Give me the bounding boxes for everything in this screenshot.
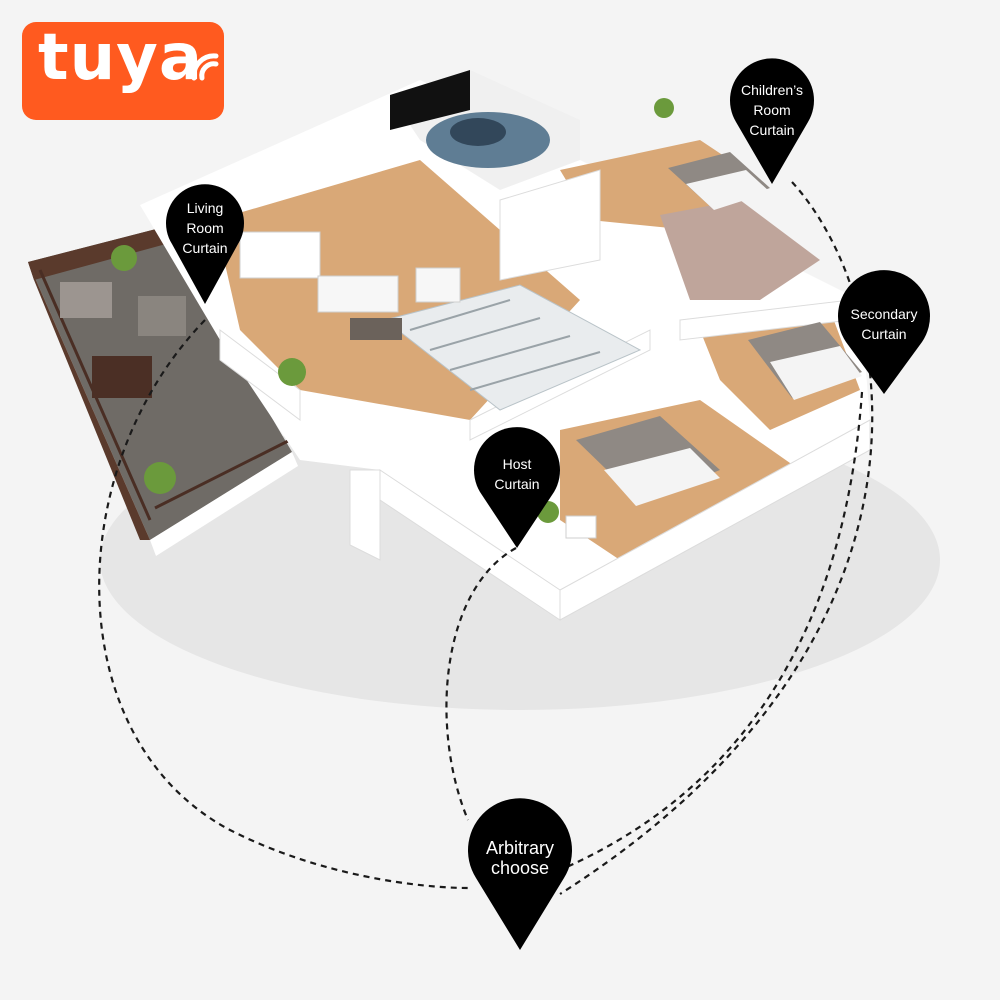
rug [350, 318, 402, 340]
pin-label: Arbitrary choose [485, 838, 554, 878]
pin-label: Secondary Curtain [850, 306, 918, 342]
garage [390, 70, 580, 190]
pin-childrens-room-curtain[interactable]: Children’s Room Curtain [730, 58, 814, 184]
location-pin-icon [166, 184, 244, 304]
dining-table [239, 231, 321, 279]
pin-host-curtain[interactable]: Host Curtain [474, 427, 560, 548]
balcony-chair [138, 296, 186, 336]
connector-lines [98, 181, 874, 895]
tuya-logo: tuya [22, 22, 224, 120]
plant [144, 462, 176, 494]
sofa [317, 275, 399, 313]
plant [654, 98, 674, 118]
location-pin-icon [838, 270, 930, 394]
bathroom-tiles [660, 200, 820, 300]
pin-label: Host Curtain [494, 456, 540, 492]
connector-secondary [559, 391, 864, 872]
wifi-signal-icon [191, 53, 219, 81]
balcony-table [92, 356, 152, 398]
pin-label: Children’s Room Curtain [741, 82, 803, 138]
walk-in-closet [383, 284, 642, 411]
connector-children [559, 181, 874, 895]
armchair [415, 267, 461, 303]
pin-label: Living Room Curtain [182, 200, 228, 256]
pin-secondary-curtain[interactable]: Secondary Curtain [838, 270, 930, 394]
living-room-furniture [239, 231, 461, 386]
tuya-logo-text: tuya [38, 21, 204, 95]
balcony [28, 228, 298, 556]
connector-host [445, 547, 517, 821]
childrens-bedroom [654, 98, 770, 210]
location-pin-icon [468, 798, 572, 950]
location-pin-icon [730, 58, 814, 184]
pin-arbitrary-choose[interactable]: Arbitrary choose [468, 798, 572, 950]
balcony-chair [60, 282, 112, 318]
connector-living-room [98, 319, 469, 890]
location-pin-icon [474, 427, 560, 548]
plant [111, 245, 137, 271]
pin-living-room-curtain[interactable]: Living Room Curtain [166, 184, 244, 304]
plant [278, 358, 306, 386]
secondary-bedroom [748, 322, 862, 400]
